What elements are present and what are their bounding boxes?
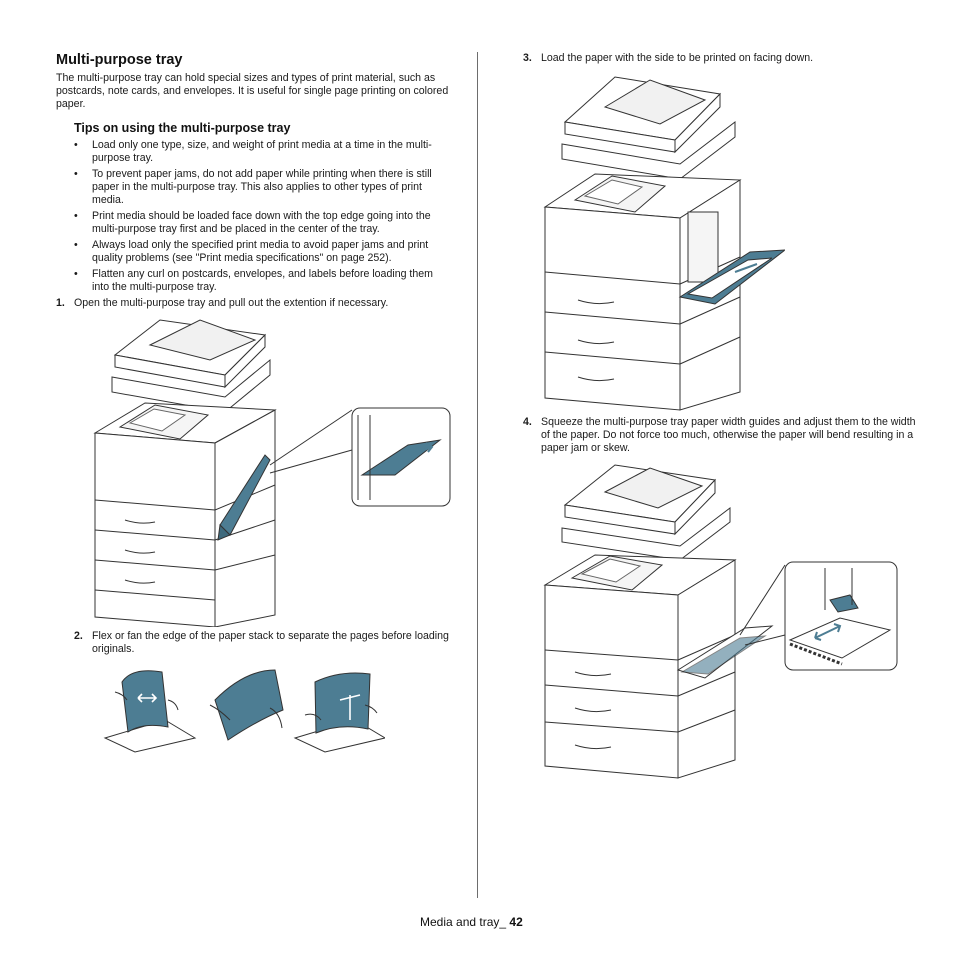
printer-load-paper-illustration (543, 76, 785, 411)
right-column: 3. Load the paper with the side to be pr… (523, 52, 903, 65)
list-item: •Print media should be loaded face down … (74, 210, 431, 235)
flex-paper-illustration (103, 669, 385, 753)
page-footer: Media and tray_ 42 (420, 915, 523, 929)
column-divider (477, 52, 478, 898)
section-title: Multi-purpose tray (56, 52, 183, 68)
step-4: 4. Squeeze the multi-purpose tray paper … (523, 416, 916, 454)
step-2: 2. Flex or fan the edge of the paper sta… (74, 630, 449, 655)
list-item: •Load only one type, size, and weight of… (74, 139, 432, 164)
list-item: •Always load only the specified print me… (74, 239, 429, 264)
left-column: Multi-purpose tray The multi-purpose tra… (56, 52, 450, 310)
list-item: •To prevent paper jams, do not add paper… (74, 168, 432, 206)
page-number: 42 (509, 915, 523, 929)
step-3: 3. Load the paper with the side to be pr… (523, 52, 814, 64)
printer-open-tray-illustration (93, 319, 451, 627)
tips-list: •Load only one type, size, and weight of… (56, 139, 450, 294)
step-1: 1. Open the multi-purpose tray and pull … (56, 297, 389, 309)
list-item: •Flatten any curl on postcards, envelope… (74, 268, 433, 293)
printer-adjust-guides-illustration (543, 464, 898, 779)
tips-title: Tips on using the multi-purpose tray (74, 121, 291, 135)
section-intro: The multi-purpose tray can hold special … (56, 72, 449, 110)
footer-label: Media and tray_ (420, 915, 507, 929)
